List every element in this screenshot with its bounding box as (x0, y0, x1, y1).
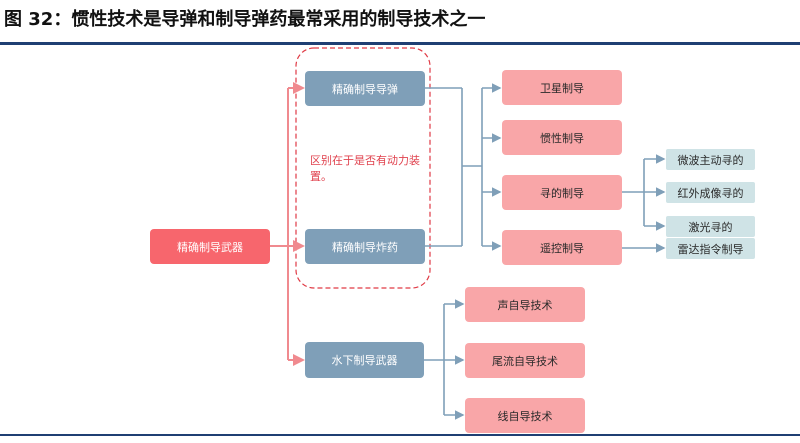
difference-note: 区别在于是否有动力装置。 (310, 154, 420, 183)
node-laser-homing: 激光寻的 (666, 216, 755, 237)
node-microwave-active-homing: 微波主动寻的 (666, 149, 755, 170)
node-wire-guidance: 线自导技术 (465, 398, 585, 433)
node-infrared-imaging-homing: 红外成像寻的 (666, 182, 755, 203)
node-precision-guided-weapons: 精确制导武器 (150, 229, 270, 264)
node-acoustic-homing: 声自导技术 (465, 287, 585, 322)
node-radar-command-guidance: 雷达指令制导 (666, 238, 755, 259)
figure-title: 图 32：惯性技术是导弹和制导弹药最常采用的制导技术之一 (4, 9, 486, 30)
node-satellite-guidance: 卫星制导 (502, 70, 622, 105)
node-precision-guided-missile: 精确制导导弹 (305, 71, 425, 106)
node-homing-guidance: 寻的制导 (502, 175, 622, 210)
node-remote-control-guidance: 遥控制导 (502, 230, 622, 265)
node-wake-homing: 尾流自导技术 (465, 343, 585, 378)
bottom-rule (0, 434, 800, 436)
node-precision-guided-munition: 精确制导炸药 (305, 229, 425, 264)
title-rule (0, 42, 800, 45)
node-inertial-guidance: 惯性制导 (502, 120, 622, 155)
node-underwater-guided-weapon: 水下制导武器 (305, 342, 424, 378)
dashed-group-box (295, 47, 431, 289)
